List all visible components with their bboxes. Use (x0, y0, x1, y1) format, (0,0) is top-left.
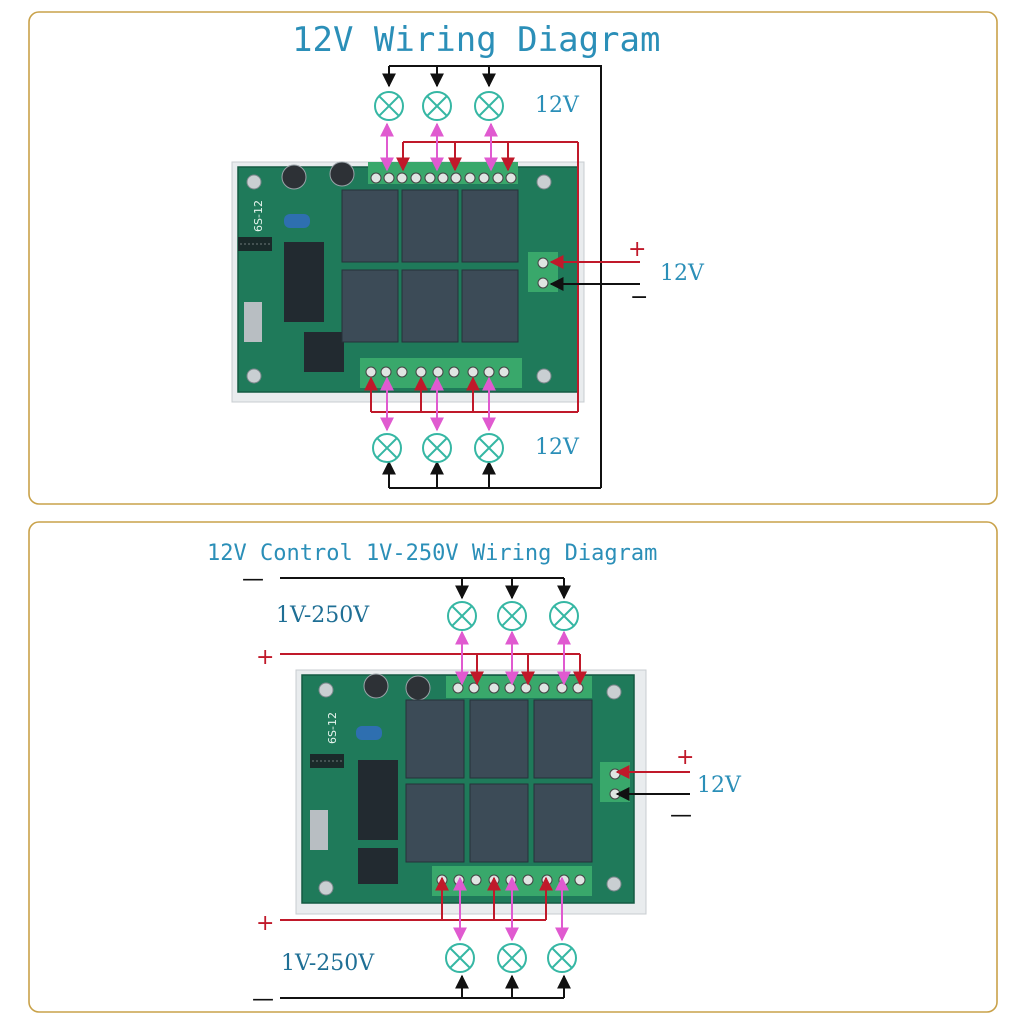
relay-icon (405, 699, 593, 863)
antenna-coil-icon (238, 237, 272, 251)
panel-top: 12V Wiring Diagram 6S-12 (28, 11, 998, 505)
screw-terminal-icon (368, 162, 518, 184)
wire-pink-bottom (453, 630, 571, 942)
relay-board-top: 6S-12 (231, 161, 585, 403)
supply-voltage-label: 12V (697, 773, 742, 798)
wire-pink-top (380, 122, 498, 432)
ic-chip-icon (310, 760, 398, 884)
panel-top-title: 12V Wiring Diagram (292, 20, 660, 60)
wire-black-bottom (280, 577, 690, 999)
screw-terminal-icon (528, 252, 558, 292)
load-voltage-top-label: 12V (535, 93, 580, 118)
screw-terminal-icon (600, 762, 630, 802)
relay-board-bottom: 6S-12 (295, 669, 647, 915)
ic-chip-icon (244, 242, 344, 372)
load-minus-top-sign: — (242, 567, 264, 592)
load-voltage-bottom-label: 12V (535, 435, 580, 460)
lamp-symbol-icon (372, 91, 504, 463)
relay-icon (341, 189, 519, 343)
load-voltage-bottom-label: 1V-250V (281, 951, 375, 976)
panel-bottom: 12V Control 1V-250V Wiring Diagram 6S-12 (28, 521, 998, 1013)
supply-minus-sign: − (630, 285, 648, 310)
supply-voltage-label: 12V (660, 261, 705, 286)
load-plus-top-sign: + (256, 645, 274, 670)
screw-terminal-icon (360, 358, 522, 388)
wire-black-top (382, 65, 602, 489)
load-plus-bottom-sign: + (256, 911, 274, 936)
supply-minus-sign: — (670, 803, 692, 828)
screw-terminal-icon (446, 676, 592, 698)
panel-bottom-title: 12V Control 1V-250V Wiring Diagram (207, 541, 657, 566)
supply-plus-sign: + (676, 745, 694, 770)
supply-plus-sign: + (628, 237, 646, 262)
capacitor-icon (281, 161, 355, 190)
board-model-label: 6S-12 (326, 712, 339, 744)
board-model-label: 6S-12 (252, 200, 265, 232)
wire-red-bottom (280, 653, 690, 921)
load-minus-bottom-sign: — (252, 987, 274, 1012)
load-voltage-top-label: 1V-250V (276, 603, 370, 628)
antenna-coil-icon (310, 754, 344, 768)
lamp-symbol-icon (445, 601, 579, 973)
